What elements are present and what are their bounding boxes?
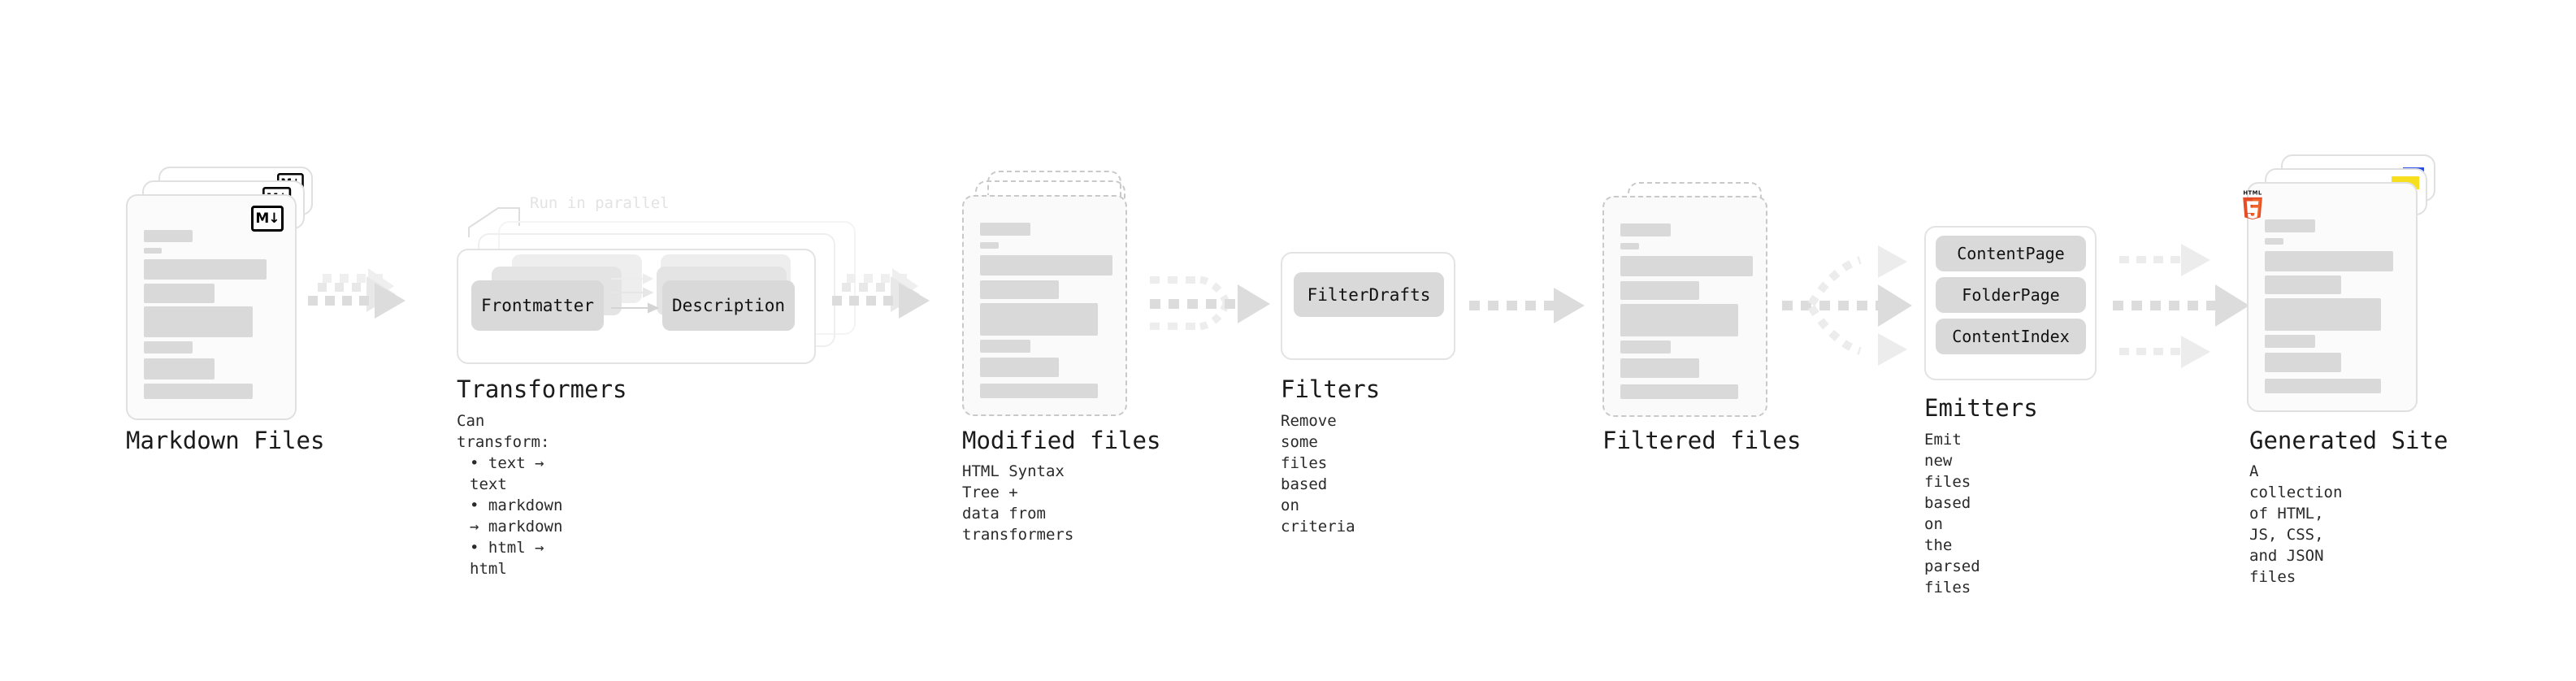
stage-title-emitters: Emitters <box>1924 394 2038 422</box>
stage-title-modified-files: Modified files <box>962 427 1161 454</box>
skeleton-bar <box>2265 335 2315 348</box>
skeleton-bar <box>980 223 1030 236</box>
transformers-bullet-list: text → text markdown → markdown html → h… <box>457 453 562 579</box>
transformers-bullet: text → text <box>470 453 562 495</box>
skeleton-bar <box>144 230 193 242</box>
skeleton-bar <box>2265 353 2341 372</box>
skeleton-bar <box>2265 238 2283 245</box>
transformers-caption: Can transform: text → text markdown → ma… <box>457 410 562 579</box>
stage-title-filters: Filters <box>1281 375 1381 403</box>
markdown-card-stack: M↓ M↓ M↓ <box>126 167 321 427</box>
transformer-chip-frontmatter[interactable]: Frontmatter <box>471 280 604 331</box>
skeleton-bar <box>1620 281 1699 300</box>
skeleton-bar <box>1620 256 1753 276</box>
skeleton-bar <box>2265 379 2381 393</box>
skeleton-bar <box>2265 298 2381 331</box>
skeleton-bar <box>980 384 1098 398</box>
skeleton-bar <box>980 340 1030 353</box>
skeleton-bar <box>980 303 1098 336</box>
emitters-description: Emit new files based on the parsed files <box>1924 431 1980 596</box>
modified-card-stack <box>959 163 1162 431</box>
arrow-filtered-to-emitters <box>1782 245 1912 366</box>
skeleton-bar <box>1620 304 1738 336</box>
transformers-bullet: html → html <box>470 537 562 579</box>
filters-chip-filterdrafts[interactable]: FilterDrafts <box>1294 272 1444 317</box>
svg-text:HTML: HTML <box>2243 189 2262 196</box>
markdown-card-front: M↓ <box>126 194 297 420</box>
arrow-emitters-to-site <box>2113 244 2249 368</box>
stage-title-generated-site: Generated Site <box>2249 427 2448 454</box>
html5-badge-icon: HTML <box>2243 189 2262 220</box>
filtered-card-stack <box>1599 163 1802 431</box>
skeleton-bar <box>1620 358 1699 378</box>
skeleton-bar <box>980 280 1059 299</box>
skeleton-bar <box>2265 219 2315 232</box>
stage-title-filtered-files: Filtered files <box>1602 427 1802 454</box>
skeleton-bar <box>144 341 193 354</box>
run-in-parallel-label: Run in parallel <box>530 194 670 212</box>
skeleton-bar <box>144 358 215 380</box>
skeleton-bar <box>1620 384 1738 399</box>
emitters-chip-folderpage[interactable]: FolderPage <box>1936 277 2086 313</box>
arrow-filters-to-filtered <box>1469 288 1585 323</box>
filtered-card-front <box>1602 196 1767 417</box>
skeleton-bar <box>144 384 253 399</box>
skeleton-bar <box>2265 275 2341 294</box>
arrow-markdown-to-transformers <box>308 268 405 319</box>
emitters-chip-contentindex[interactable]: ContentIndex <box>1936 319 2086 354</box>
modified-card-front <box>962 195 1127 416</box>
skeleton-bar <box>980 358 1059 377</box>
transformers-bullet: markdown → markdown <box>470 495 562 537</box>
filters-description: Remove some files based on criteria <box>1281 412 1355 536</box>
skeleton-bar <box>144 284 215 303</box>
run-in-parallel-leader <box>468 207 520 237</box>
transformer-chip-description[interactable]: Description <box>662 280 795 331</box>
transformers-caption-lead: Can transform: <box>457 412 550 451</box>
skeleton-bar <box>1620 340 1671 354</box>
markdown-badge-icon-front: M↓ <box>251 206 284 232</box>
generated-site-description: A collection of HTML, JS, CSS, and JSON … <box>2249 462 2343 586</box>
skeleton-bar <box>980 242 999 249</box>
generated-card-front: HTML <box>2243 182 2418 412</box>
arrow-transformers-to-modified <box>832 268 930 319</box>
transformer-inner-arrows <box>611 273 660 314</box>
skeleton-bar <box>1620 223 1671 236</box>
skeleton-bar <box>2265 251 2393 271</box>
arrow-modified-to-filters <box>1150 275 1270 331</box>
skeleton-bar <box>144 259 267 280</box>
skeleton-bar <box>980 255 1112 275</box>
skeleton-bar <box>144 248 162 254</box>
generated-card-stack: HTML <box>2243 154 2450 431</box>
emitters-chip-contentpage[interactable]: ContentPage <box>1936 236 2086 271</box>
skeleton-bar <box>144 306 253 337</box>
stage-title-transformers: Transformers <box>457 375 627 403</box>
skeleton-bar <box>1620 243 1639 249</box>
stage-title-markdown-files: Markdown Files <box>126 427 325 454</box>
modified-files-description: HTML Syntax Tree + data from transformer… <box>962 462 1074 544</box>
